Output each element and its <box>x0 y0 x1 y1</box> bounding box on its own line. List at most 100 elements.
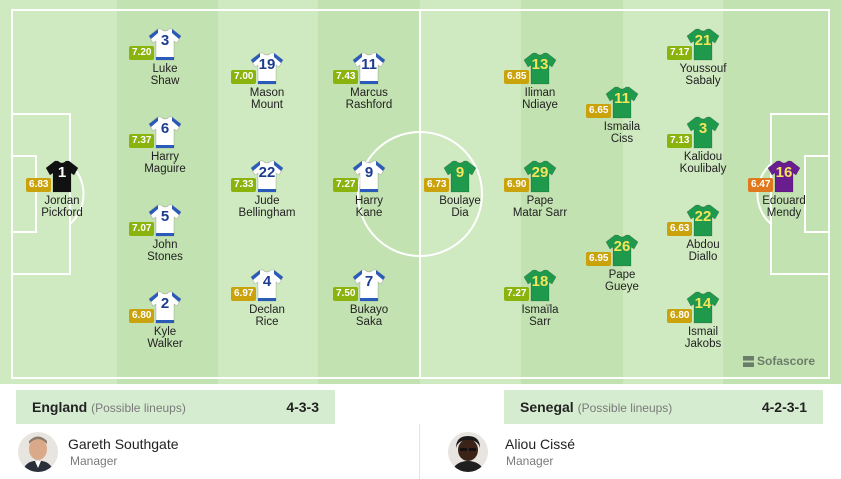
player-last-name: Bellingham <box>238 207 296 219</box>
player-rating-badge: 6.80 <box>667 309 693 323</box>
player-rating-badge: 6.47 <box>748 178 774 192</box>
away-manager-avatar <box>448 432 488 472</box>
player-first-name: Mason <box>249 87 285 99</box>
player-first-name: Luke <box>152 63 178 75</box>
away-manager-role: Manager <box>506 454 554 468</box>
player-first-name: Harry <box>150 151 180 163</box>
manager-divider <box>419 424 420 479</box>
shirt-icon: 16 <box>766 158 802 194</box>
away-formation: 4-2-3-1 <box>761 399 807 415</box>
shirt-number: 9 <box>364 164 374 181</box>
player-first-name: Kyle <box>153 326 177 338</box>
home-team-title: England (Possible lineups) <box>32 399 186 415</box>
player-first-name: Ismaila <box>603 121 641 133</box>
player-last-name: Mendy <box>766 207 802 219</box>
player-first-name: Edouard <box>762 195 806 207</box>
player-last-name: Maguire <box>144 163 186 175</box>
shirt-icon: 7 <box>351 267 387 303</box>
away-team-bar[interactable]: Senegal (Possible lineups) 4-2-3-1 <box>504 390 823 424</box>
player-rating-badge: 7.00 <box>231 70 257 84</box>
home-manager[interactable]: Gareth Southgate Manager <box>0 424 419 479</box>
shirt-number: 26 <box>613 238 631 255</box>
shirt-icon: 22 <box>685 202 721 238</box>
away-manager[interactable]: Aliou Cissé Manager <box>420 424 841 479</box>
shirt-number: 16 <box>775 164 793 181</box>
shirt-number: 19 <box>258 56 276 73</box>
player-first-name: Jude <box>254 195 280 207</box>
shirt-icon: 21 <box>685 26 721 62</box>
home-team-bar[interactable]: England (Possible lineups) 4-3-3 <box>16 390 335 424</box>
player-rating-badge: 7.33 <box>231 178 257 192</box>
player-rating-badge: 7.27 <box>333 178 359 192</box>
shirt-number: 2 <box>160 295 170 312</box>
player-rating-badge: 6.65 <box>586 104 612 118</box>
player-last-name: Shaw <box>150 75 180 87</box>
player-last-name: Rashford <box>345 99 393 111</box>
home-manager-avatar <box>18 432 58 472</box>
shirt-icon: 19 <box>249 50 285 86</box>
player-last-name: Rice <box>255 316 279 328</box>
player-rating-badge: 6.97 <box>231 287 257 301</box>
shirt-number: 5 <box>160 208 170 225</box>
shirt-number: 6 <box>160 120 170 137</box>
player-last-name: Gueye <box>605 281 639 293</box>
player-first-name: Marcus <box>350 87 388 99</box>
shirt-icon: 9 <box>351 158 387 194</box>
shirt-number: 4 <box>262 273 272 290</box>
player-first-name: Ismail <box>687 326 719 338</box>
player-first-name: Youssouf <box>679 63 727 75</box>
player-first-name: Jordan <box>44 195 80 207</box>
shirt-icon: 6 <box>147 114 183 150</box>
home-lineup-note: (Possible lineups) <box>91 401 186 415</box>
player-last-name: Sabaly <box>685 75 721 87</box>
shirt-icon: 3 <box>685 114 721 150</box>
shirt-number: 11 <box>361 56 377 73</box>
player-first-name: Boulaye <box>439 195 481 207</box>
home-formation: 4-3-3 <box>286 399 319 415</box>
shirt-number: 22 <box>258 164 276 181</box>
home-manager-name: Gareth Southgate <box>68 436 179 452</box>
shirt-icon: 11 <box>351 50 387 86</box>
shirt-number: 7 <box>364 273 374 290</box>
player-first-name: Iliman <box>524 87 556 99</box>
player-rating-badge: 7.13 <box>667 134 693 148</box>
player-rating-badge: 7.50 <box>333 287 359 301</box>
player-first-name: Abdou <box>686 239 720 251</box>
